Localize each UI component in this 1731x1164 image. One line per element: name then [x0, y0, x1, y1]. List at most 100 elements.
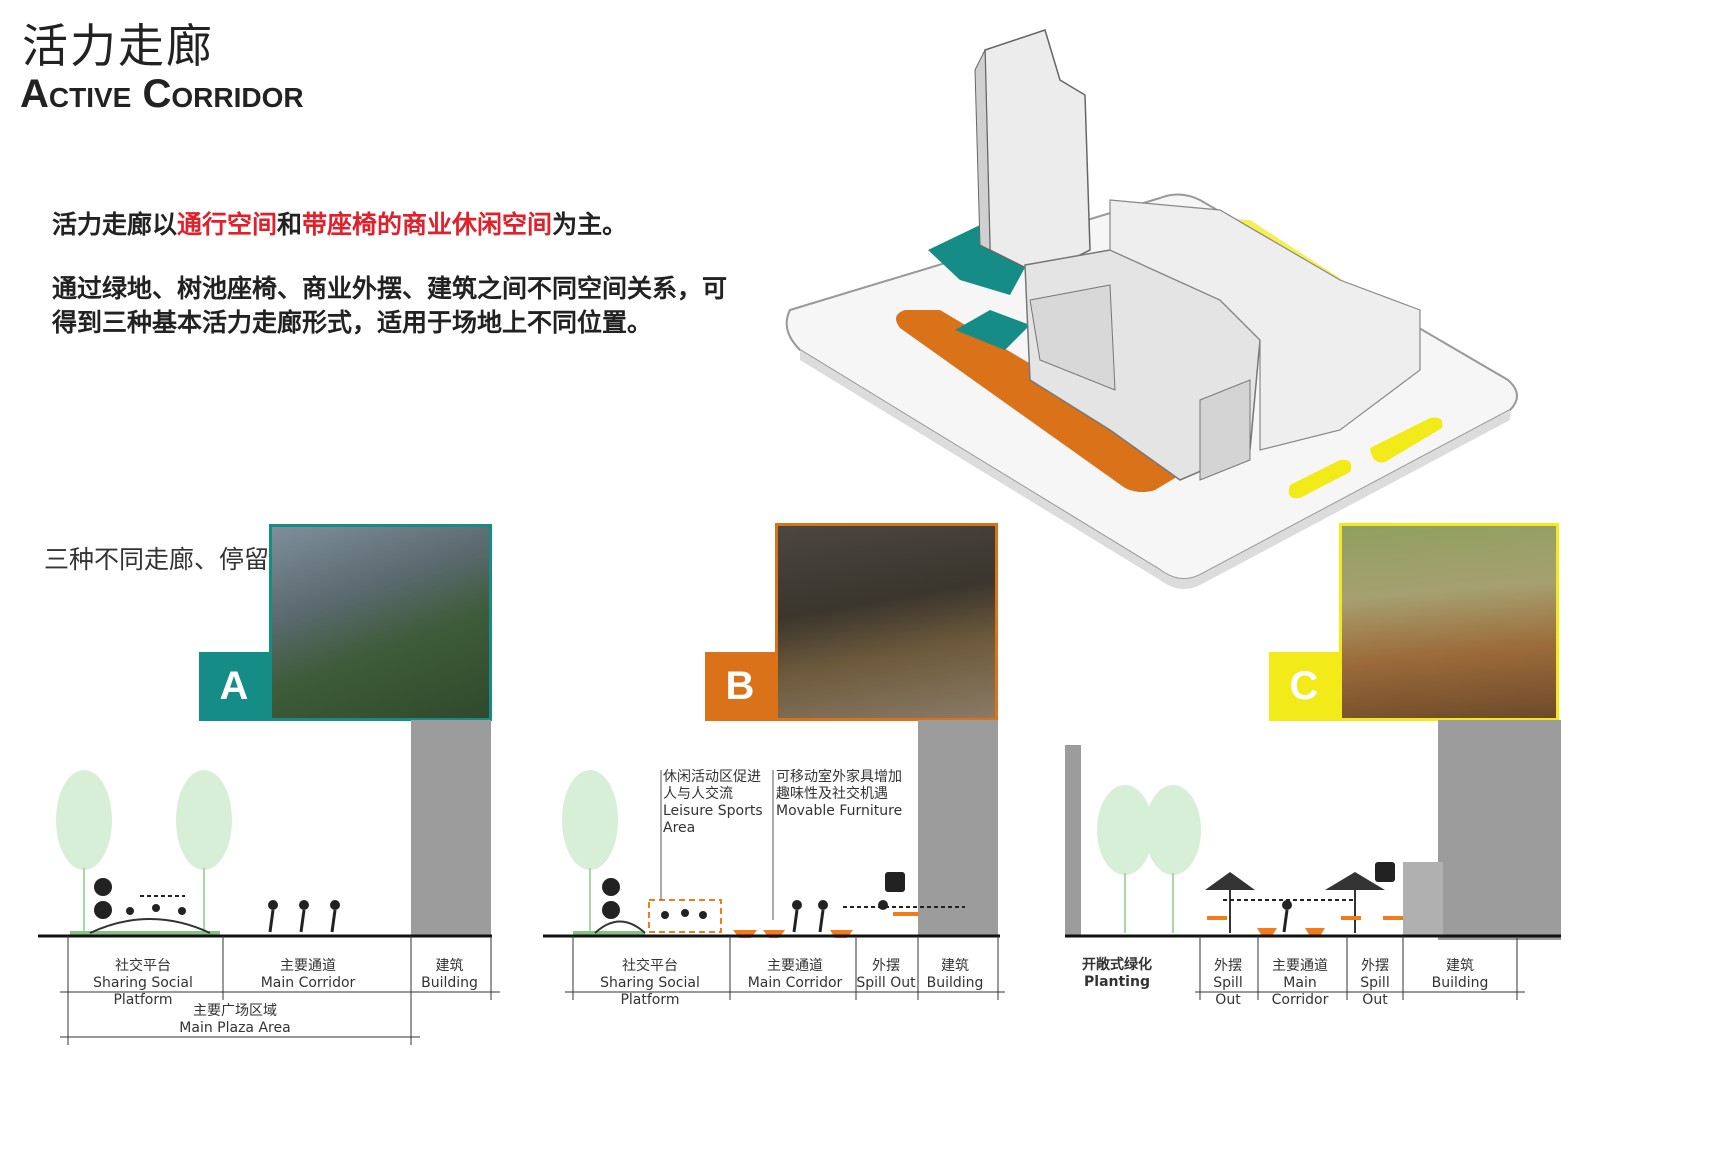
- walking-person-icon: [268, 900, 278, 910]
- cafe-table: [893, 912, 919, 916]
- label-a-plaza: 主要广场区域 Main Plaza Area: [150, 1003, 320, 1037]
- label-c-planting: 开敞式绿化 Planting: [1072, 957, 1162, 991]
- badge-a: A: [199, 652, 269, 721]
- label-a-main-corridor: 主要通道 Main Corridor: [233, 958, 383, 992]
- teal-corridor-zone-bottom: [955, 310, 1030, 350]
- tree-icon: [1097, 785, 1153, 875]
- photo-corridor-c: [1339, 523, 1559, 721]
- cafe-table: [1383, 916, 1403, 920]
- label-c-building: 建筑 Building: [1420, 958, 1500, 992]
- leisure-area-outline: [648, 899, 722, 933]
- adjacent-building-edge: [1065, 745, 1081, 935]
- yellow-corridor-zone-right: [1370, 417, 1443, 463]
- label-b-building: 建筑 Building: [920, 958, 990, 992]
- label-c-spill-out-left: 外摆 Spill Out: [1200, 958, 1256, 1009]
- badge-b: B: [705, 652, 775, 721]
- planter-icon: [1257, 928, 1277, 936]
- person-icon: [178, 907, 186, 915]
- person-icon: [152, 904, 160, 912]
- annotation-movable-furniture: 可移动室外家具增加 趣味性及社交机遇 Movable Furniture: [776, 769, 916, 820]
- child-person-icon: [699, 911, 707, 919]
- orange-corridor-zone: [896, 310, 1180, 493]
- annotation-leisure-sports: 休闲活动区促进 人与人交流 Leisure Sports Area: [663, 769, 778, 837]
- label-zh: 主要通道: [1272, 958, 1328, 974]
- label-en: Building: [421, 975, 478, 991]
- cafe-table: [1207, 916, 1227, 920]
- umbrella-icon: [1205, 872, 1255, 890]
- label-zh: 社交平台: [115, 958, 171, 974]
- person-icon: [126, 907, 134, 915]
- label-en: Spill Out: [856, 975, 916, 991]
- no-smoking-icon: [94, 878, 112, 896]
- label-b-main-corridor: 主要通道 Main Corridor: [735, 958, 855, 992]
- umbrella-icon: [1325, 872, 1385, 890]
- label-zh: 外摆: [1361, 958, 1389, 974]
- label-en: Spill Out: [1213, 975, 1243, 1008]
- intro-text: 活力走廊以通行空间和带座椅的商业休闲空间为主。 通过绿地、树池座椅、商业外摆、建…: [52, 208, 812, 370]
- label-en: Main Corridor: [260, 975, 356, 991]
- tree-icon: [176, 770, 232, 870]
- label-c-spill-out-right: 外摆 Spill Out: [1347, 958, 1403, 1009]
- intro-text-part: 和: [277, 210, 303, 239]
- cafe-table: [1341, 916, 1361, 920]
- label-b-social-platform: 社交平台 Sharing Social Platform: [575, 958, 725, 1009]
- child-person-icon: [681, 909, 689, 917]
- label-zh: 主要通道: [767, 958, 823, 974]
- building-block: [411, 720, 491, 935]
- label-en: Spill Out: [1360, 975, 1390, 1008]
- intro-highlight-traffic: 通行空间: [177, 210, 278, 239]
- label-en: Sharing Social Platform: [600, 975, 700, 1008]
- planter-icon: [1305, 928, 1325, 936]
- walking-person-icon: [818, 900, 828, 910]
- label-zh: 建筑: [435, 958, 464, 974]
- restaurant-icon: [1375, 862, 1395, 882]
- annotation-en: Leisure Sports Area: [663, 803, 763, 836]
- label-zh: 外摆: [872, 958, 900, 974]
- intro-paragraph-1: 活力走廊以通行空间和带座椅的商业休闲空间为主。: [52, 208, 812, 242]
- intro-highlight-leisure: 带座椅的商业休闲空间: [302, 210, 553, 239]
- label-zh: 建筑: [941, 958, 969, 974]
- walking-person-icon: [330, 900, 340, 910]
- intro-paragraph-2: 通过绿地、树池座椅、商业外摆、建筑之间不同空间关系，可得到三种基本活力走廊形式，…: [52, 272, 812, 340]
- annotation-zh-2: 人与人交流: [663, 786, 733, 802]
- page-title-en: Active Corridor: [20, 72, 304, 116]
- badge-c: C: [1269, 652, 1339, 721]
- walking-person-icon: [792, 900, 802, 910]
- label-en: Planting: [1084, 974, 1150, 990]
- annotation-zh-1: 休闲活动区促进: [663, 769, 761, 785]
- no-smoking-icon: [602, 878, 620, 896]
- label-en: Building: [1431, 975, 1489, 991]
- tree-icon: [1145, 785, 1201, 875]
- annotation-en: Movable Furniture: [776, 803, 903, 819]
- walking-person-icon: [299, 900, 309, 910]
- building-block: [918, 720, 998, 935]
- label-en: Building: [926, 975, 984, 991]
- label-zh: 主要通道: [280, 958, 336, 974]
- wifi-icon: [602, 901, 620, 919]
- label-zh: 外摆: [1214, 958, 1242, 974]
- walking-person-icon: [1282, 900, 1292, 910]
- site-axonometric-model: [785, 29, 1518, 589]
- label-zh: 开敞式绿化: [1082, 957, 1152, 973]
- section-a-diagram: [38, 720, 500, 1045]
- label-en: Main Corridor: [1271, 975, 1329, 1008]
- label-zh: 主要广场区域: [193, 1003, 277, 1019]
- intro-text-part: 活力走廊以: [52, 210, 178, 239]
- page-title-zh: 活力走廊: [22, 19, 214, 73]
- intro-line-1: 通过绿地、树池座椅、商业外摆、建筑之间不同空间关系，可: [52, 274, 728, 303]
- label-c-main-corridor: 主要通道 Main Corridor: [1256, 958, 1344, 1009]
- tree-icon: [562, 770, 618, 870]
- annotation-zh-2: 趣味性及社交机遇: [776, 786, 888, 802]
- label-zh: 建筑: [1446, 958, 1474, 974]
- label-en: Sharing Social Platform: [93, 975, 193, 1008]
- label-b-spill-out: 外摆 Spill Out: [856, 958, 916, 992]
- tree-icon: [56, 770, 112, 870]
- label-en: Main Corridor: [747, 975, 843, 991]
- seated-person-icon: [878, 900, 888, 910]
- building-block: [1438, 720, 1561, 940]
- social-platform-bench: [89, 918, 211, 934]
- annotation-zh-1: 可移动室外家具增加: [776, 769, 902, 785]
- intro-line-2: 得到三种基本活力走廊形式，适用于场地上不同位置。: [52, 308, 653, 337]
- photo-corridor-b: [775, 523, 998, 721]
- photo-corridor-a: [269, 524, 492, 721]
